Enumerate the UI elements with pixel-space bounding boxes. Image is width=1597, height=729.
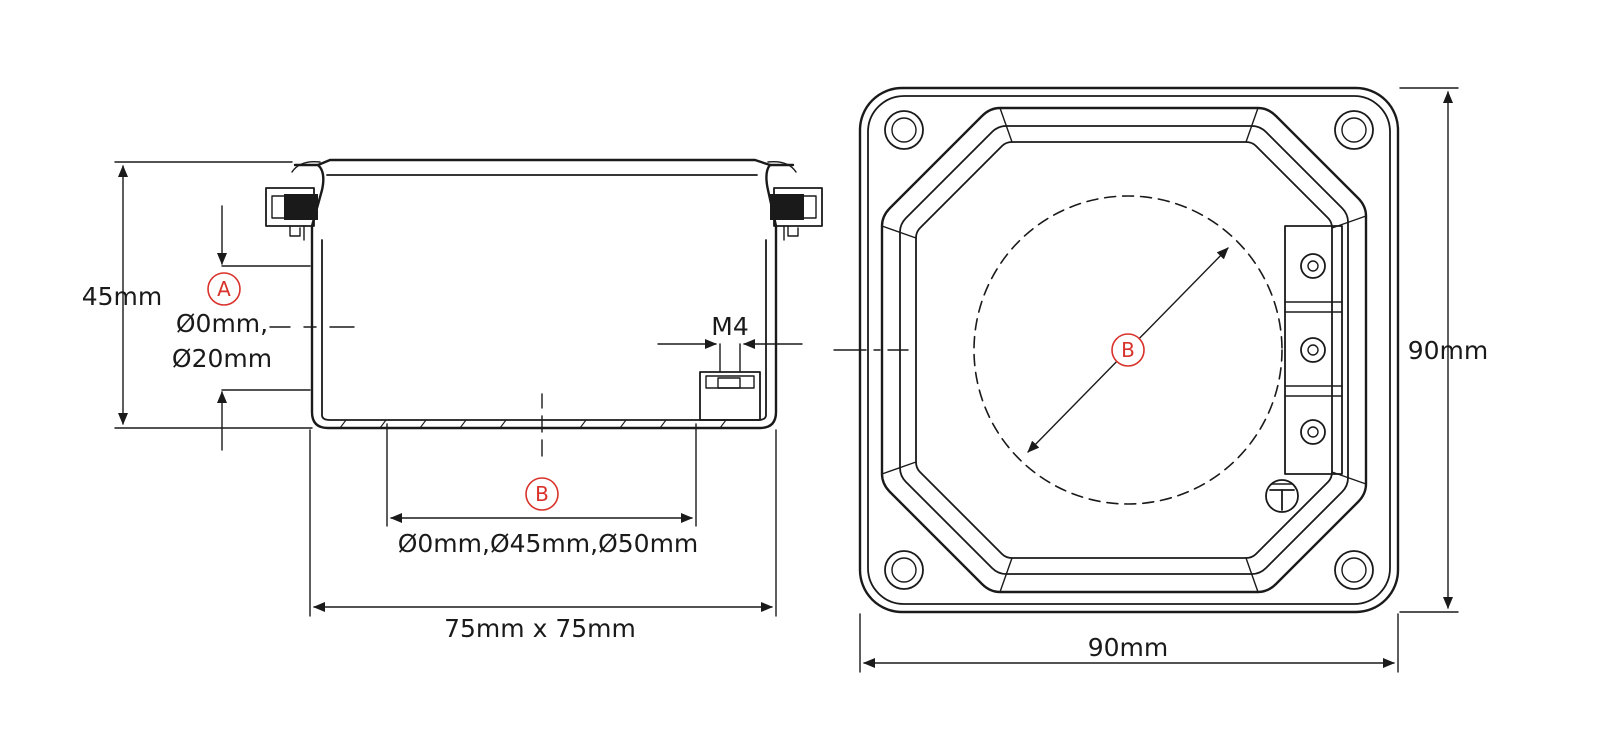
cutout-circle	[973, 195, 1283, 505]
cup-body	[293, 158, 795, 430]
dimension-width-75	[309, 429, 777, 617]
dimension-width-90	[859, 613, 1399, 673]
ground-symbol-icon	[1265, 479, 1299, 513]
marker-b-top-circle	[1111, 333, 1145, 367]
marker-a: A	[217, 277, 231, 301]
outer-plate	[858, 86, 1400, 614]
top-view: B 90mm	[858, 86, 1489, 673]
height-label: 45mm	[82, 282, 163, 311]
width-label-side: 75mm x 75mm	[444, 614, 636, 643]
diam-a-line1: Ø0mm,	[176, 309, 268, 338]
marker-b-side-circle	[525, 477, 559, 511]
width-label-top: 90mm	[1088, 633, 1169, 662]
marker-a-circle	[207, 272, 241, 306]
dimension-a	[217, 205, 355, 451]
thread-label: M4	[711, 312, 748, 341]
mounting-hole-tr	[1334, 110, 1374, 150]
marker-b-top: B	[1121, 338, 1135, 362]
diam-b-label: Ø0mm,Ø45mm,Ø50mm	[398, 529, 699, 558]
dimension-height-90	[1399, 87, 1459, 613]
m4-terminal-block	[699, 343, 761, 421]
plate-inner-edge	[867, 95, 1391, 605]
right-flange	[767, 161, 823, 241]
mounting-hole-br	[1334, 550, 1374, 590]
mounting-hole-bl	[884, 550, 924, 590]
dimension-b-side	[386, 393, 697, 527]
dimension-height-45	[114, 161, 313, 429]
side-view: 45mm A Ø0mm, Ø20mm M4	[82, 158, 909, 643]
bottom-hatching	[339, 419, 727, 429]
diam-a-line2: Ø20mm	[172, 344, 272, 373]
left-flange	[265, 161, 321, 241]
marker-b-side: B	[535, 482, 549, 506]
height-label-top: 90mm	[1408, 336, 1489, 365]
mounting-hole-tl	[884, 110, 924, 150]
terminal-strip	[1284, 225, 1343, 475]
